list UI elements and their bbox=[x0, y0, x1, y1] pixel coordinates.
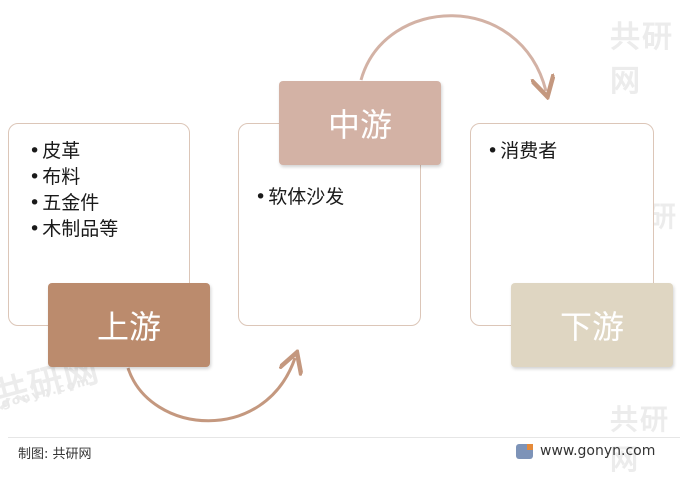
upstream-item: 木制品等 bbox=[29, 216, 118, 242]
midstream-item: 软体沙发 bbox=[255, 184, 344, 210]
footer-divider bbox=[8, 437, 680, 438]
gonyn-logo-icon bbox=[516, 444, 533, 459]
midstream-item-list: 软体沙发 bbox=[255, 184, 344, 210]
site-url: www.gonyn.com bbox=[540, 443, 656, 459]
flow-arrows bbox=[126, 14, 688, 423]
midstream-to-downstream-arrow bbox=[359, 14, 546, 91]
downstream-tag: 下游 bbox=[511, 283, 673, 367]
downstream-item: 消费者 bbox=[487, 138, 557, 164]
upstream-item-list: 皮革 布料 五金件 木制品等 bbox=[29, 138, 118, 242]
upstream-item: 布料 bbox=[29, 164, 118, 190]
source-credit: 制图: 共研网 bbox=[18, 447, 92, 462]
upstream-item: 五金件 bbox=[29, 190, 118, 216]
upstream-tag: 上游 bbox=[48, 283, 210, 367]
downstream-item-list: 消费者 bbox=[487, 138, 557, 164]
upstream-item: 皮革 bbox=[29, 138, 118, 164]
upstream-to-midstream-arrow bbox=[126, 358, 295, 423]
midstream-tag: 中游 bbox=[279, 81, 441, 165]
